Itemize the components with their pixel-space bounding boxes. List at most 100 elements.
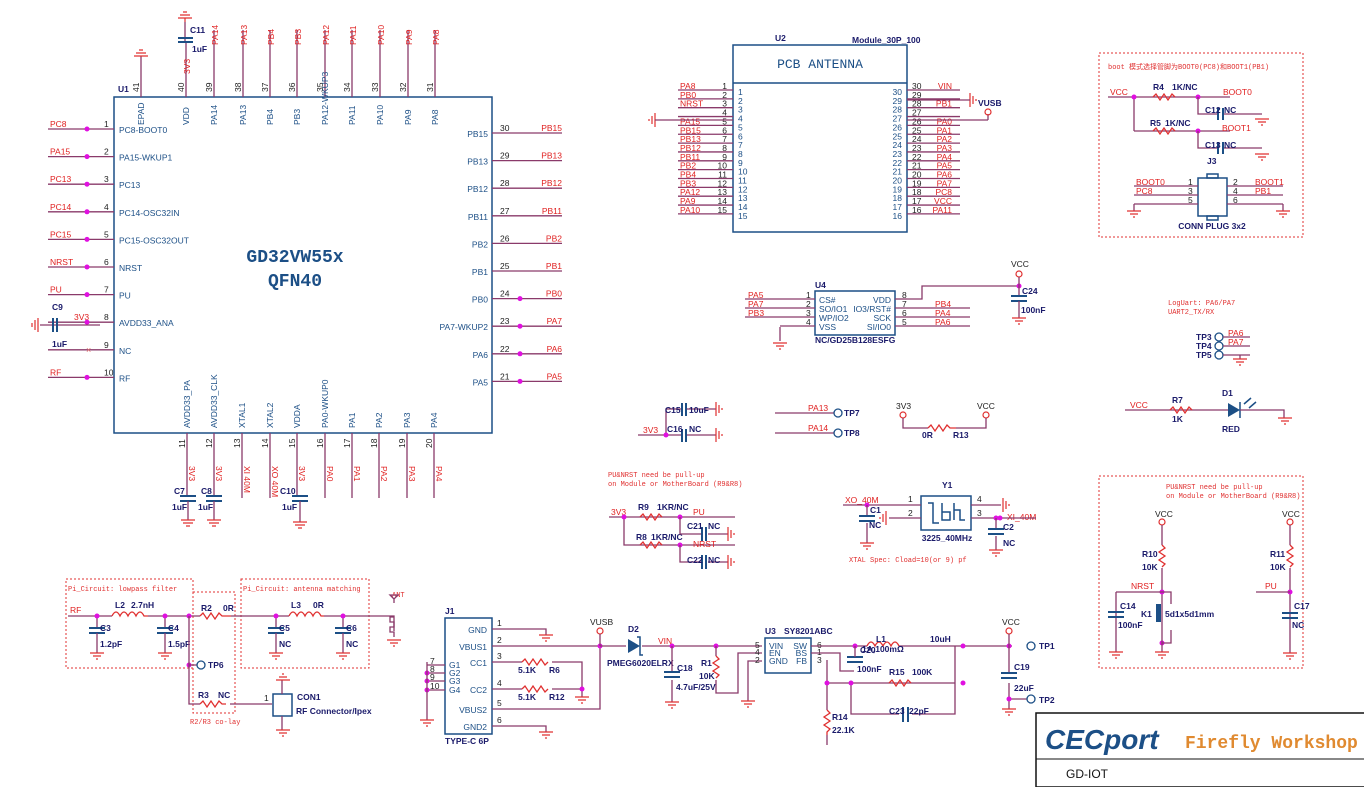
ground-icon (989, 549, 1003, 557)
r8-ref: R8 (636, 532, 647, 542)
net-label: PB4 (680, 170, 696, 180)
pin-name: GND (769, 656, 788, 666)
pin-number: 3 (104, 174, 109, 184)
pullup-right-vcc-1: VCC (1155, 509, 1173, 519)
c15-value: 10uF (689, 405, 709, 415)
net-label: PA3 (407, 466, 417, 482)
pin-number: 14 (718, 196, 728, 206)
testpoint-icon (1214, 332, 1224, 342)
c11-value: 1uF (192, 44, 207, 54)
c2-value: NC (1003, 538, 1015, 548)
u4-ref: U4 (815, 280, 826, 290)
tp8-net: PA14 (808, 423, 828, 433)
pin-number: 23 (912, 143, 922, 153)
pin-number: 4 (722, 108, 727, 118)
pin-name: PB12 (467, 184, 488, 194)
pin-number: 6 (1233, 195, 1238, 205)
pin-name: 1 (738, 87, 743, 97)
decoupling-3v3: 3V3 C15 10uF C16 NC (638, 402, 723, 442)
pin-number: 8 (722, 143, 727, 153)
tp2-ref: TP2 (1039, 695, 1055, 705)
k1-ref: K1 (1141, 609, 1152, 619)
pin-wire (1133, 204, 1284, 211)
d2-value: PMEG6020ELRX (607, 658, 674, 668)
pullup-left-pu: PU (693, 507, 705, 517)
rf-section: Pi_Circuit: lowpass filter Pi_Circuit: a… (65, 578, 405, 737)
r10-ref: R10 (1142, 549, 1158, 559)
pin-name: 6 (738, 131, 743, 141)
ground-icon (1255, 153, 1269, 161)
power-section: D2 PMEG6020ELRX VIN C18 4.7uF/25V R1 10K… (600, 617, 1055, 745)
testpoint-ref: TP4 (1196, 341, 1212, 351)
ground-icon (90, 652, 104, 660)
net-label: PA15 (50, 147, 70, 157)
c7-capacitor: C7 1uF (172, 486, 196, 527)
pin-number: 14 (260, 438, 270, 448)
net-label: NRST (50, 257, 73, 267)
pin-name: PA0-WKUP0 (320, 379, 330, 428)
net-label: PA7 (1228, 337, 1244, 347)
net-label: PA7 (748, 299, 764, 309)
c1-value: NC (869, 520, 881, 530)
net-label: BOOT0 (1136, 177, 1165, 187)
pin-number: 19 (397, 438, 407, 448)
net-label: PB1 (1255, 186, 1271, 196)
pin-number: 4 (1233, 186, 1238, 196)
c10-value: 1uF (282, 502, 297, 512)
pin-number: 35 (315, 82, 325, 92)
pin-name: PA15-WKUP1 (119, 153, 172, 163)
inductor-icon (111, 611, 148, 618)
pullup-right: PU&NRST need be pull-up on Module or Mot… (1098, 475, 1310, 669)
pin-number: 37 (260, 82, 270, 92)
r12-ref: R12 (549, 692, 565, 702)
pin-number: 9 (430, 672, 435, 682)
net-label: PA5 (748, 290, 764, 300)
pin-name: VSS (819, 322, 836, 332)
pin-number: 31 (425, 82, 435, 92)
ground-icon (1233, 358, 1247, 366)
xo-label: XO_40M (845, 495, 879, 505)
junction-dot (517, 351, 523, 357)
inductor-icon (866, 641, 900, 648)
testpoint-icon (1026, 694, 1036, 704)
net-label: 3V3 (74, 312, 89, 322)
pin-name: VDD (181, 107, 191, 125)
pin-number: 9 (722, 152, 727, 162)
pin-name: PB2 (472, 239, 488, 249)
junction-dot (517, 378, 523, 384)
net-label: PA6 (547, 344, 563, 354)
net-label: PB2 (546, 233, 562, 243)
pin-number: 6 (902, 308, 907, 318)
pin-number: 8 (104, 312, 109, 322)
pin-number: 21 (912, 161, 922, 171)
j3-part: CONN PLUG 3x2 (1178, 221, 1246, 231)
rf-note-match: Pi_Circuit: antenna matching (243, 586, 361, 594)
net-label: PB0 (546, 289, 562, 299)
ground-icon (1278, 417, 1292, 425)
vusb-label: VUSB (978, 98, 1002, 108)
pin-number: 6 (817, 640, 822, 650)
net-label: PA7 (547, 316, 563, 326)
pin-name: 9 (738, 158, 743, 168)
c14-value: 100nF (1118, 620, 1143, 630)
pin-name: 15 (738, 211, 748, 221)
pin-number: 28 (500, 178, 510, 188)
boot-section: boot 模式选择管脚为BOOT0(PC8)和BOOT1(PB1) VCC R4… (1098, 52, 1304, 238)
r9-value: 1KR/NC (657, 502, 689, 512)
c9-ref: C9 (52, 302, 63, 312)
y1-pin-1: 1 (908, 494, 913, 504)
ground-icon (336, 652, 350, 660)
net-label: PA6 (1228, 328, 1244, 338)
cap-ref: C5 (279, 623, 290, 633)
pin-number: 23 (500, 316, 510, 326)
c8-ref: C8 (201, 486, 212, 496)
pin-name: PA6 (473, 350, 489, 360)
r6-value: 5.1K (518, 665, 537, 675)
u4-vcc-label: VCC (1011, 259, 1029, 269)
resistor-icon (711, 655, 721, 679)
net-label: PA2 (937, 134, 953, 144)
net-label: PB12 (680, 143, 701, 153)
r12-value: 5.1K (518, 692, 537, 702)
